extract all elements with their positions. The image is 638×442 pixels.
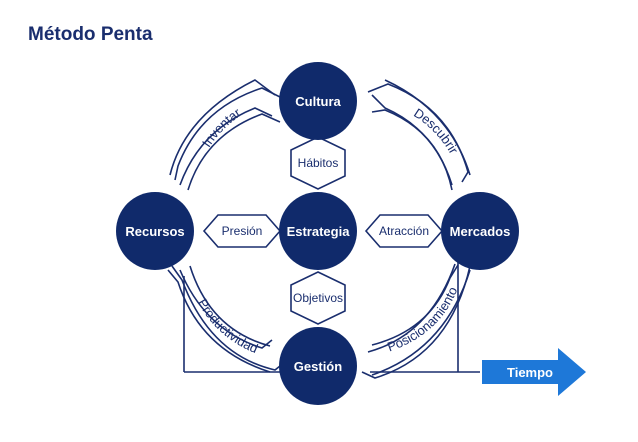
connector-label-habitos: Hábitos [298, 156, 339, 170]
page-title: Método Penta [28, 24, 153, 45]
arc-label-inventar: Inventar [199, 105, 244, 150]
node-label-recursos: Recursos [125, 224, 184, 239]
node-label-cultura: Cultura [295, 94, 341, 109]
node-estrategia [279, 192, 357, 270]
connector-label-presion: Presión [222, 224, 263, 238]
node-label-estrategia: Estrategia [287, 224, 351, 239]
node-gestion [279, 327, 357, 405]
node-mercados [441, 192, 519, 270]
node-recursos [116, 192, 194, 270]
node-label-mercados: Mercados [450, 224, 511, 239]
connector-label-atraccion: Atracción [379, 224, 429, 238]
connector-habitos [290, 136, 346, 190]
node-cultura [279, 62, 357, 140]
connector-label-objetivos: Objetivos [293, 291, 343, 305]
node-label-gestion: Gestión [294, 359, 342, 374]
connector-objetivos [290, 271, 346, 325]
tiempo-arrow [482, 348, 586, 396]
tiempo-arrow-label: Tiempo [507, 365, 553, 380]
arc-bands [171, 83, 471, 379]
